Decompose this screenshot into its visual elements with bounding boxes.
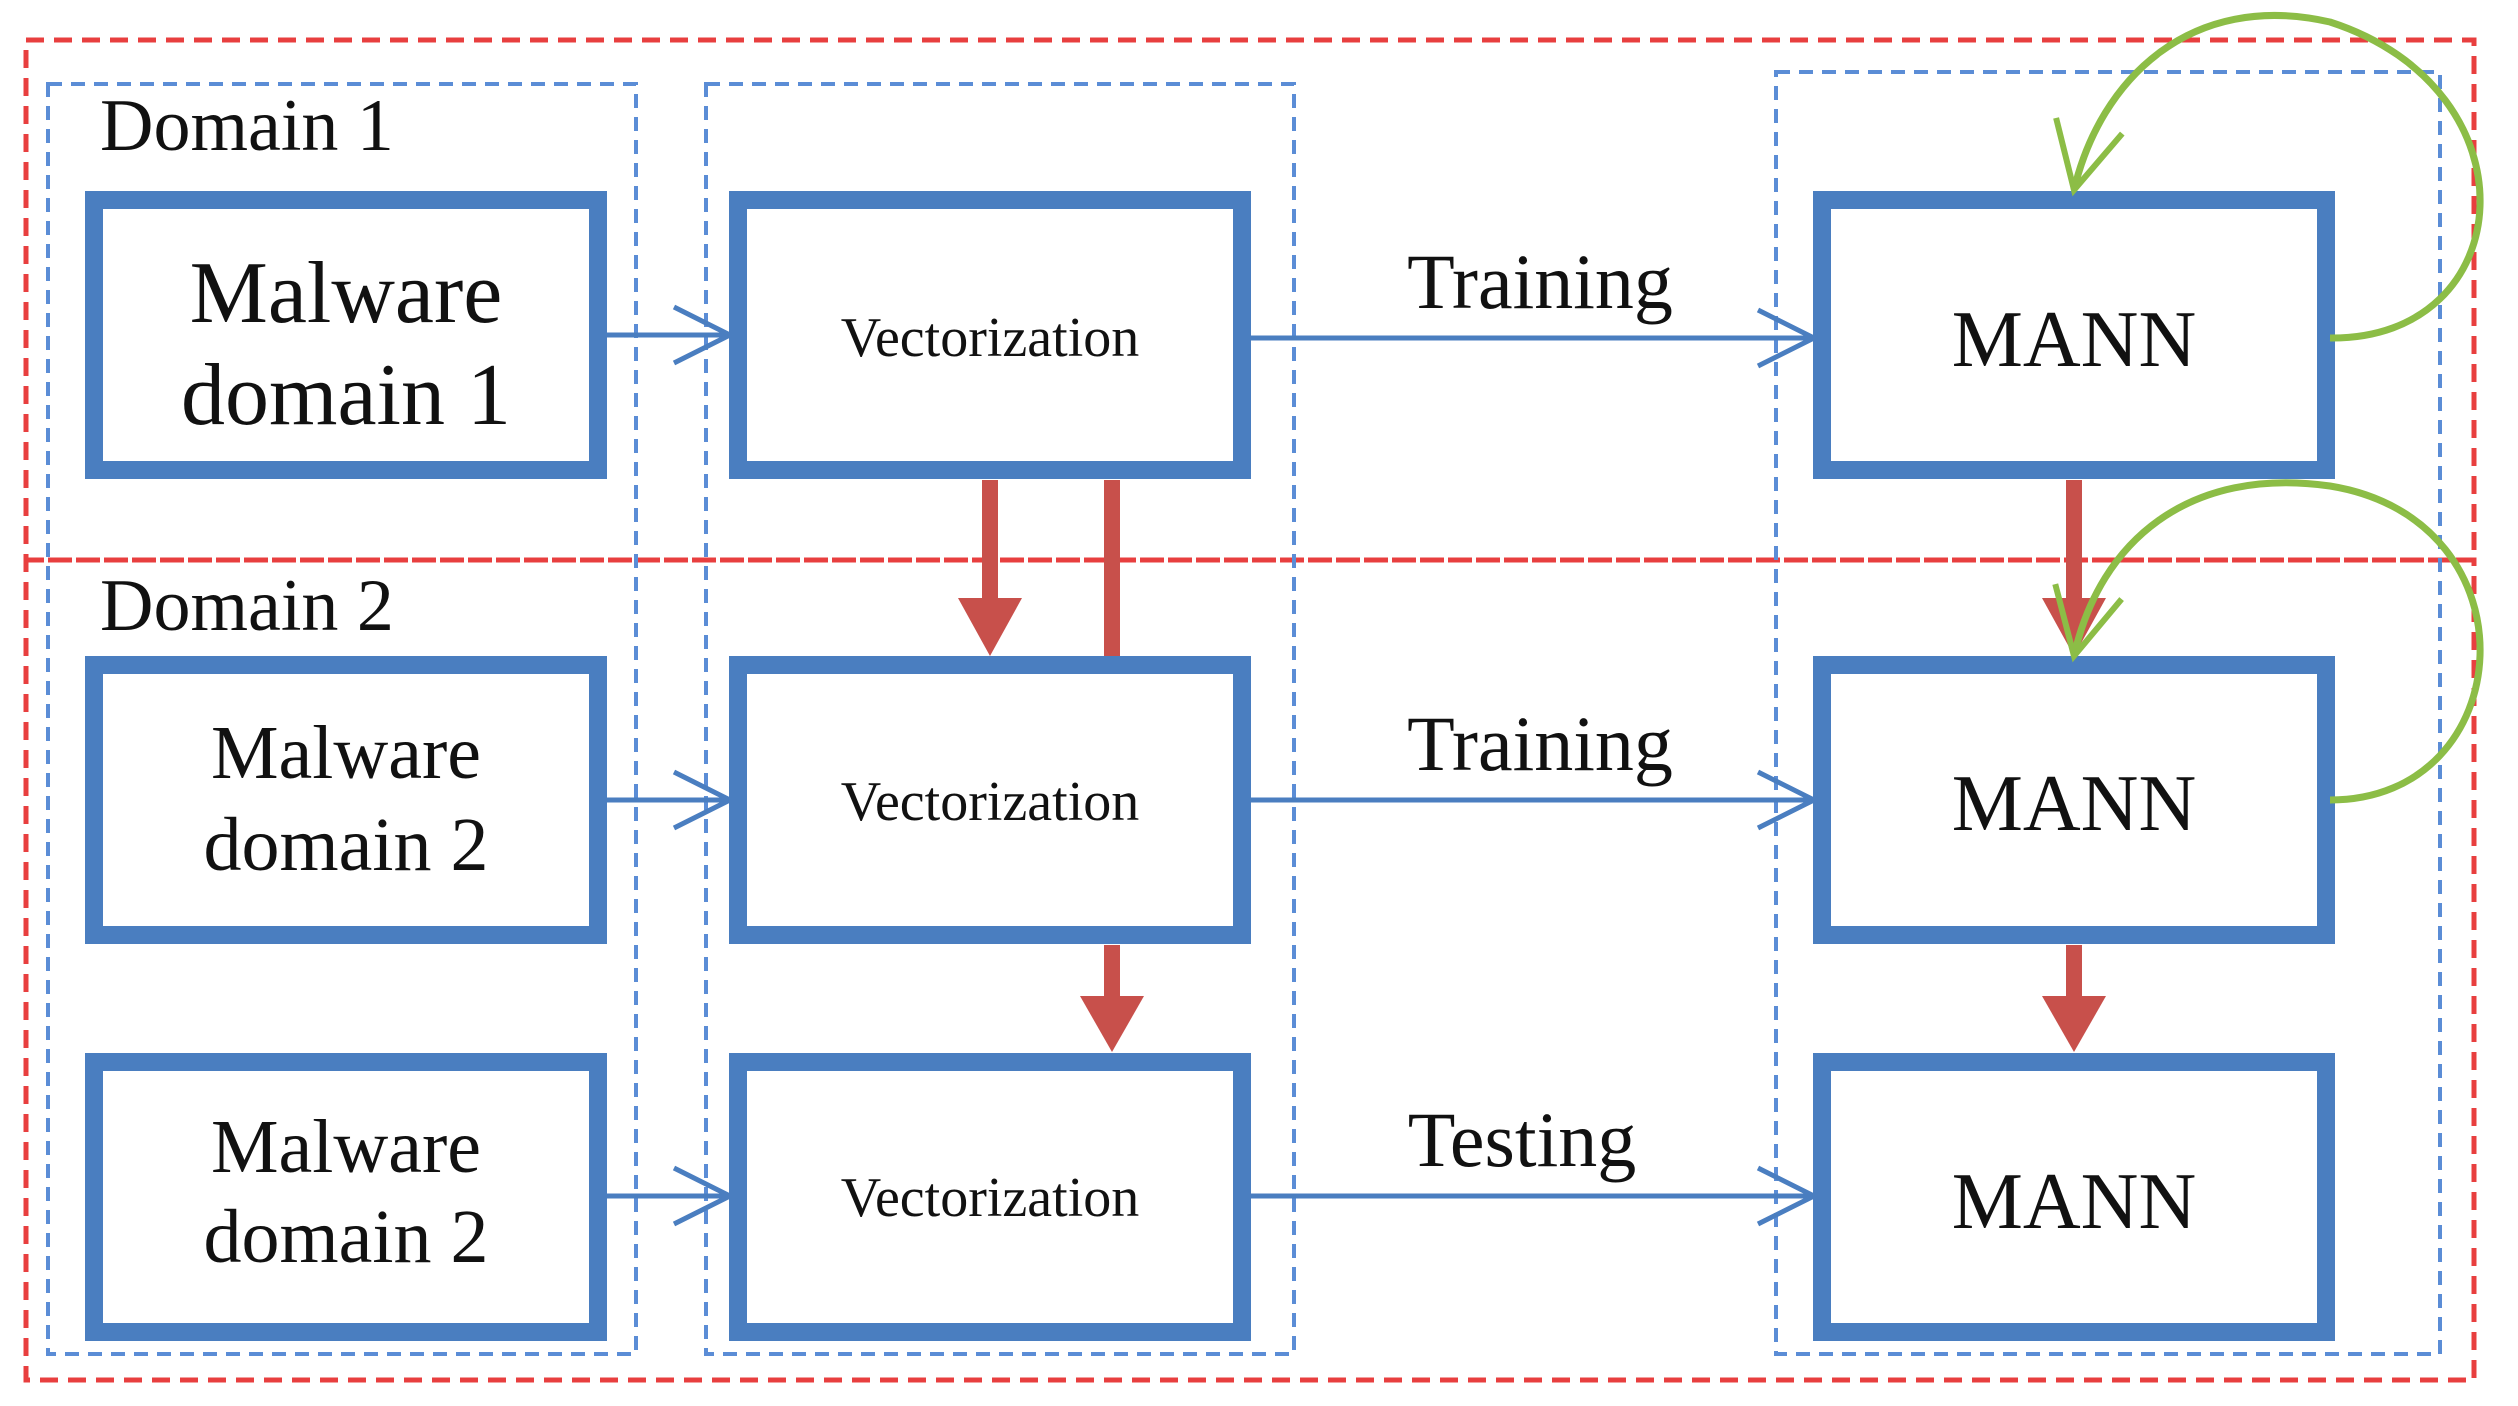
vectorization-box-2: Vectorization <box>729 656 1251 944</box>
svg-text:MANN: MANN <box>1952 296 2196 384</box>
input-stage-outline <box>46 82 638 1356</box>
transfer-arrow-icon <box>958 480 1022 656</box>
domain1-label: Domain 1 <box>100 85 394 167</box>
vectorization-box-3: Vectorization <box>729 1053 1251 1341</box>
svg-text:domain 2: domain 2 <box>204 1195 489 1279</box>
transfer-arrow-icon <box>2042 945 2106 1052</box>
svg-text:MANN: MANN <box>1952 1158 2196 1246</box>
svg-text:Malware: Malware <box>211 711 481 795</box>
domain2-label: Domain 2 <box>100 565 394 647</box>
domain2-outline <box>23 557 2477 1383</box>
transfer-arrow-icon <box>1080 945 1144 1052</box>
svg-text:domain 2: domain 2 <box>204 803 489 887</box>
model-stage-outline <box>1774 70 2442 1356</box>
training-label-1: Training <box>1407 238 1673 325</box>
testing-label: Testing <box>1408 1096 1637 1183</box>
vectorization-box-1: Vectorization <box>729 191 1251 479</box>
svg-text:Malware: Malware <box>211 1105 481 1189</box>
mann-box-1: MANN <box>1813 191 2335 479</box>
vectorization-stage-outline <box>704 82 1296 1356</box>
svg-text:Vectorization: Vectorization <box>841 771 1140 833</box>
malware-domain2-box: Malware domain 2 <box>85 656 607 944</box>
svg-text:MANN: MANN <box>1952 760 2196 848</box>
svg-text:Vectorization: Vectorization <box>841 1167 1140 1229</box>
loop-arrow-icon <box>2053 11 2484 342</box>
mann-box-2: MANN <box>1813 656 2335 944</box>
svg-text:Vectorization: Vectorization <box>841 307 1140 369</box>
svg-text:domain 1: domain 1 <box>181 347 511 444</box>
svg-text:Malware: Malware <box>190 245 503 342</box>
mann-box-3: MANN <box>1813 1053 2335 1341</box>
malware-domain1-box: Malware domain 1 <box>85 191 607 479</box>
malware-domain2-test-box: Malware domain 2 <box>85 1053 607 1341</box>
training-label-2: Training <box>1407 700 1673 787</box>
loop-arrow-icon <box>2052 479 2484 804</box>
transfer-arrow-icon <box>2042 480 2106 656</box>
